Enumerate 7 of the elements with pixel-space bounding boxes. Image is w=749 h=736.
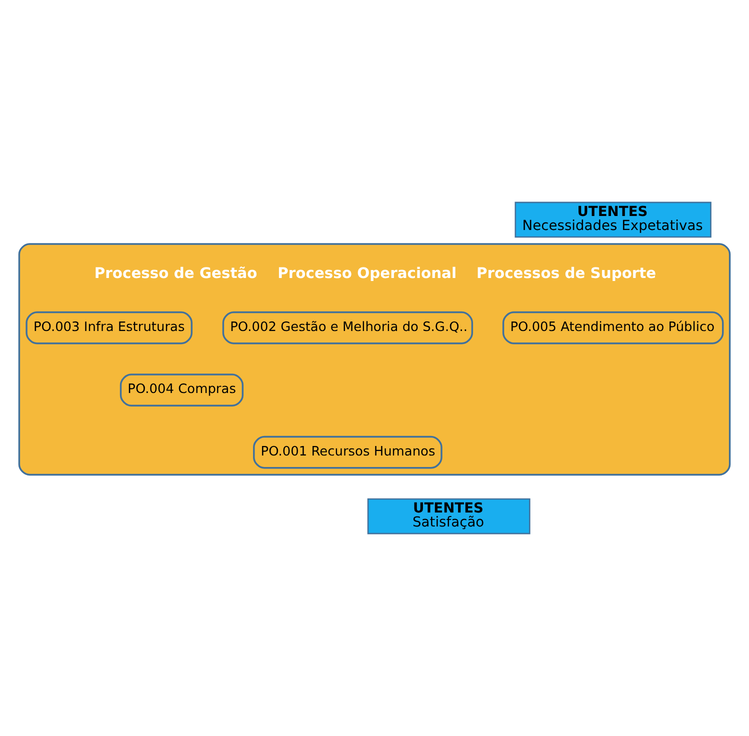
node-box: PO.003 Infra Estruturas [26, 311, 193, 344]
node-box: PO.005 Atendimento ao Público [502, 311, 724, 344]
node-box: UTENTES Satisfação [367, 498, 530, 534]
node-box: UTENTES Necessidades Expetativas [514, 202, 712, 238]
node-box: PO.002 Gestão e Melhoria do S.G.Q.. [222, 311, 474, 344]
node-box: PO.004 Compras [120, 374, 244, 406]
node-box: PO.001 Recursos Humanos [253, 436, 442, 469]
